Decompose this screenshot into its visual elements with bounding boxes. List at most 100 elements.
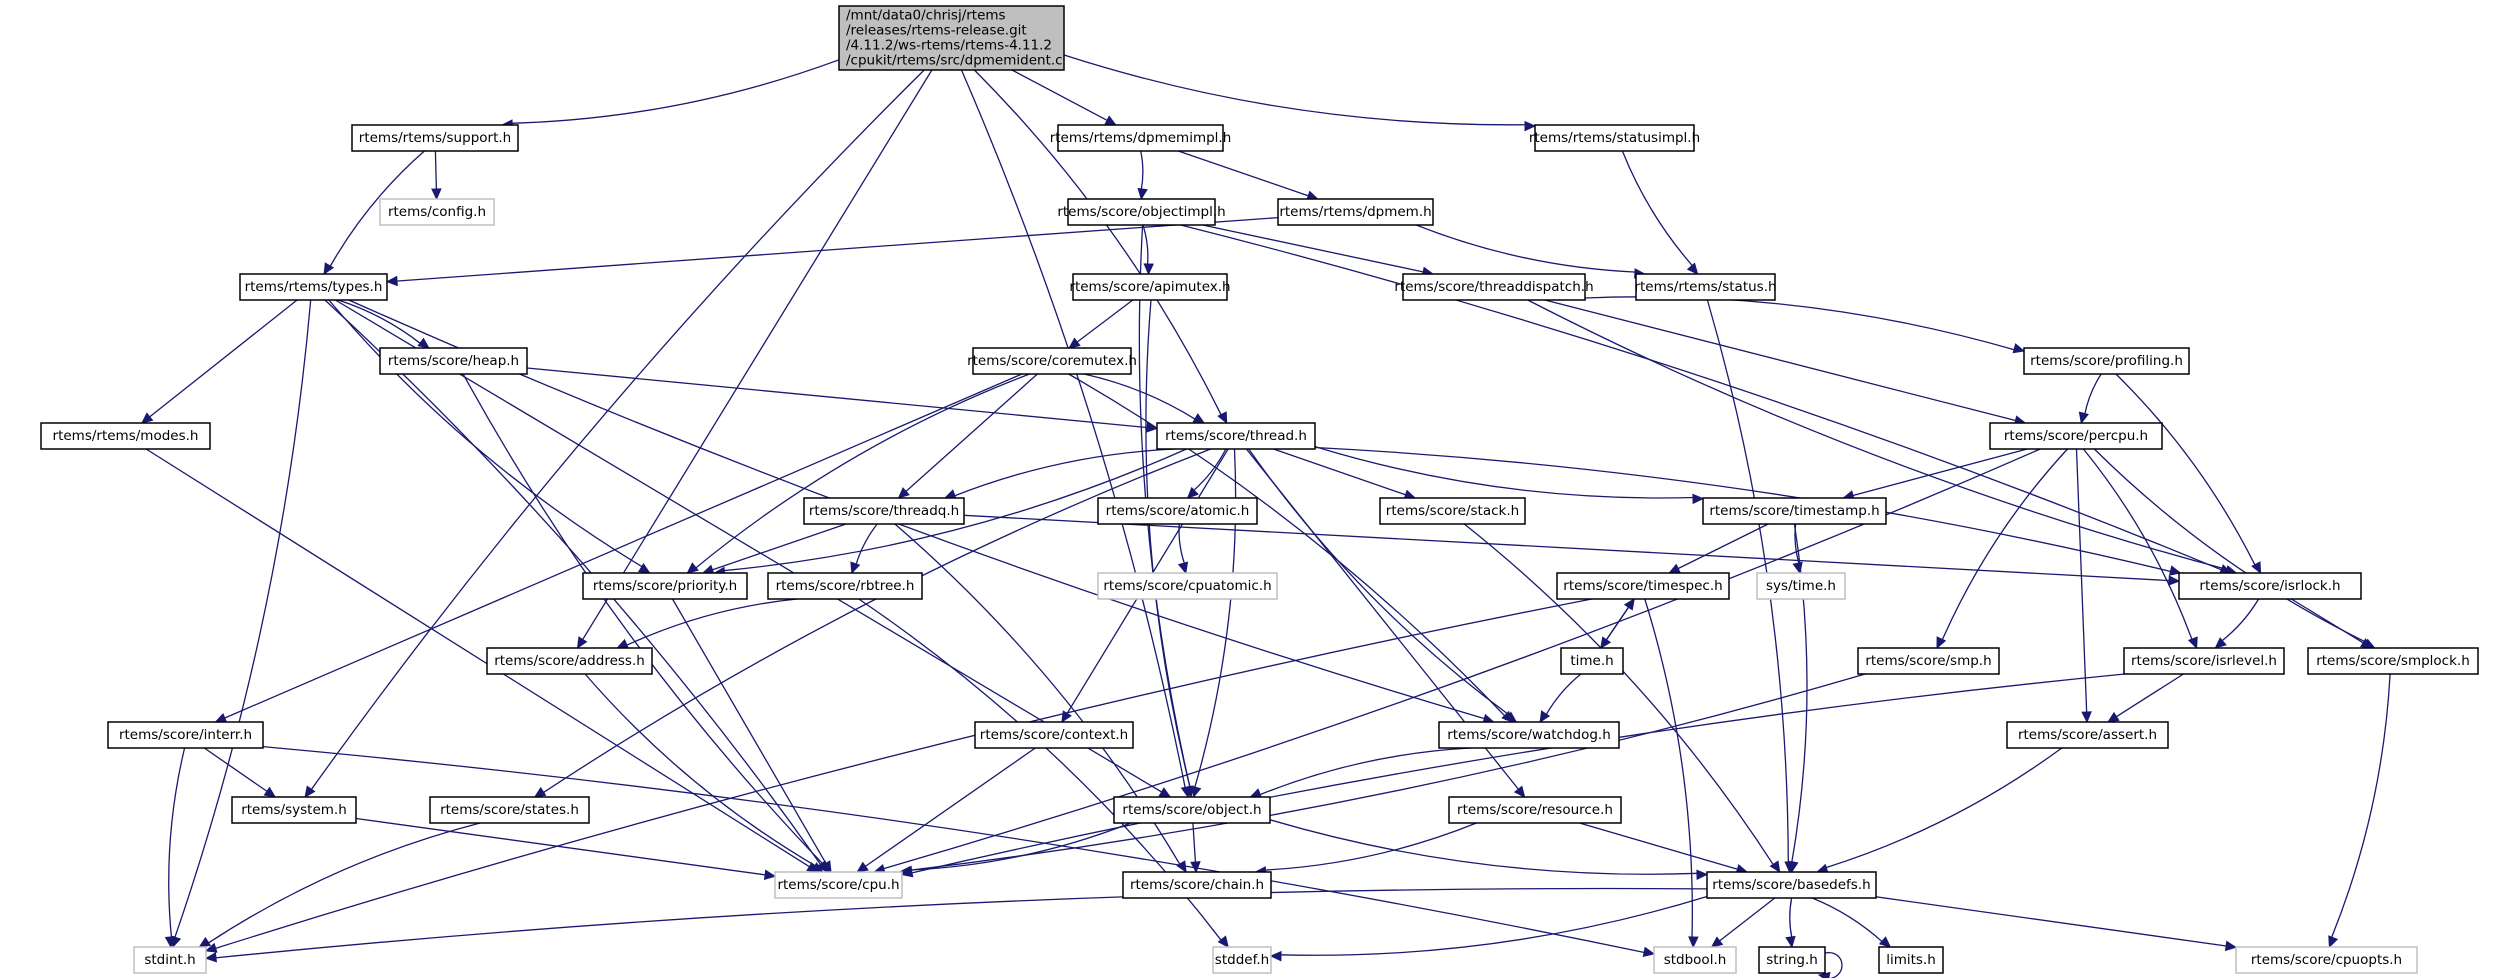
arrowhead-icon [1878,936,1892,948]
node-system[interactable]: rtems/system.h [231,796,357,824]
node-context[interactable]: rtems/score/context.h [974,721,1134,749]
arrowhead-icon [1137,187,1148,201]
node-threaddispatch[interactable]: rtems/score/threaddispatch.h [1394,273,1594,301]
edge-threadq-to-rbtree [850,523,878,575]
edge-line [1621,150,1694,267]
node-basedefs[interactable]: rtems/score/basedefs.h [1706,871,1877,899]
node-isrlock[interactable]: rtems/score/isrlock.h [2178,572,2362,600]
node-address[interactable]: rtems/score/address.h [486,647,653,675]
node-box [1277,198,1434,226]
arrowhead-icon [2214,637,2227,649]
edge-timespec-to-stdint [204,598,1592,953]
node-label: string.h [1766,952,1818,968]
edge-apimutex-to-coremutex [1068,299,1134,349]
node-dpmem[interactable]: rtems/rtems/dpmem.h [1277,198,1434,226]
arrowhead-icon [198,936,212,948]
node-thread[interactable]: rtems/score/thread.h [1156,422,1316,450]
node-atomic[interactable]: rtems/score/atomic.h [1097,497,1258,525]
node-priority[interactable]: rtems/score/priority.h [582,572,748,600]
node-smplock[interactable]: rtems/score/smplock.h [2307,647,2479,675]
node-limits[interactable]: limits.h [1878,946,1944,974]
edge-line [2093,448,2368,644]
edge-line [214,887,1708,959]
edge-line [908,822,1131,871]
node-root[interactable]: /mnt/data0/chrisj/rtems/releases/rtems-r… [838,5,1065,71]
node-assert[interactable]: rtems/score/assert.h [2006,721,2169,749]
node-box [1122,871,1272,899]
edge-address-to-cpu [584,673,824,873]
node-types[interactable]: rtems/rtems/types.h [239,273,388,301]
node-object[interactable]: rtems/score/object.h [1113,796,1271,824]
node-modes[interactable]: rtems/rtems/modes.h [40,422,211,450]
node-chain[interactable]: rtems/score/chain.h [1122,871,1272,899]
node-box [1653,946,1737,974]
arrowhead-icon [2187,636,2198,650]
edge-basedefs-to-cpuopts [1875,896,2238,952]
node-objectimpl[interactable]: rtems/score/objectimpl.h [1057,198,1226,226]
arrowhead-icon [1668,563,1681,574]
node-label: stdint.h [144,952,195,968]
node-box [1758,946,1826,974]
edge-line [1202,224,1425,273]
arrowhead-icon [1504,711,1518,723]
edge-line [223,373,1023,719]
arrowhead-icon [1710,936,1724,948]
arrowhead-icon [204,952,217,963]
node-threadq[interactable]: rtems/score/threadq.h [803,497,965,525]
node-timestamp[interactable]: rtems/score/timestamp.h [1702,497,1887,525]
node-percpu[interactable]: rtems/score/percpu.h [1989,422,2163,450]
edge-smp-to-cpu [900,673,1866,876]
edge-basedefs-to-stddef [1269,895,1708,962]
edge-line [723,448,1187,572]
node-label: rtems/score/heap.h [388,353,519,369]
node-states[interactable]: rtems/score/states.h [429,796,590,824]
edge-line [510,59,840,124]
node-watchdog[interactable]: rtems/score/watchdog.h [1438,721,1620,749]
node-heap[interactable]: rtems/score/heap.h [379,347,528,375]
node-timespec[interactable]: rtems/score/timespec.h [1556,572,1730,600]
node-rbtree[interactable]: rtems/score/rbtree.h [767,572,923,600]
node-time[interactable]: time.h [1560,647,1624,675]
edge-line [329,150,425,268]
node-label: rtems/score/thread.h [1165,428,1307,444]
node-profiling[interactable]: rtems/score/profiling.h [2023,347,2190,375]
edge-coremutex-to-threadq [897,373,1038,499]
node-label: rtems/score/smplock.h [2316,653,2470,669]
node-label: rtems/score/priority.h [593,578,737,594]
edge-root-to-thread [973,69,1228,425]
edge-line [1811,897,1884,943]
node-label: stdbool.h [1664,952,1727,968]
node-statusimpl[interactable]: rtems/rtems/statusimpl.h [1529,124,1700,152]
arrowhead-icon [431,188,442,201]
node-dpmemimpl[interactable]: rtems/rtems/dpmemimpl.h [1050,124,1232,152]
node-label: rtems/rtems/status.h [1634,279,1776,295]
node-support[interactable]: rtems/rtems/support.h [351,124,519,152]
edge-object-to-chain [1190,822,1201,874]
node-resource[interactable]: rtems/score/resource.h [1448,796,1622,824]
node-isrlevel[interactable]: rtems/score/isrlevel.h [2123,647,2285,675]
edge-root-to-object [960,69,1192,799]
node-string[interactable]: string.h [1758,946,1826,974]
node-smp[interactable]: rtems/score/smp.h [1857,647,2000,675]
node-box [1756,572,1846,600]
node-stack[interactable]: rtems/score/stack.h [1379,497,1526,525]
node-box [972,347,1132,375]
edge-line [1248,448,1511,717]
edge-line [1180,224,2223,571]
node-coremutex[interactable]: rtems/score/coremutex.h [967,347,1137,375]
node-box [838,5,1065,71]
edge-line [1269,819,1699,875]
node-status[interactable]: rtems/rtems/status.h [1634,273,1777,301]
node-label: /mnt/data0/chrisj/rtems [846,8,1006,24]
edge-line [2115,373,2256,566]
node-interr[interactable]: rtems/score/interr.h [107,721,264,749]
node-label: rtems/score/threaddispatch.h [1394,279,1593,295]
edge-line [1644,598,1693,939]
arrowhead-icon [1190,861,1201,874]
node-apimutex[interactable]: rtems/score/apimutex.h [1069,273,1231,301]
node-box [1097,572,1278,600]
node-box [2178,572,2362,600]
arrowhead-icon [385,275,398,287]
arrowhead-icon [1692,493,1705,505]
edge-interr-to-system [203,747,277,798]
